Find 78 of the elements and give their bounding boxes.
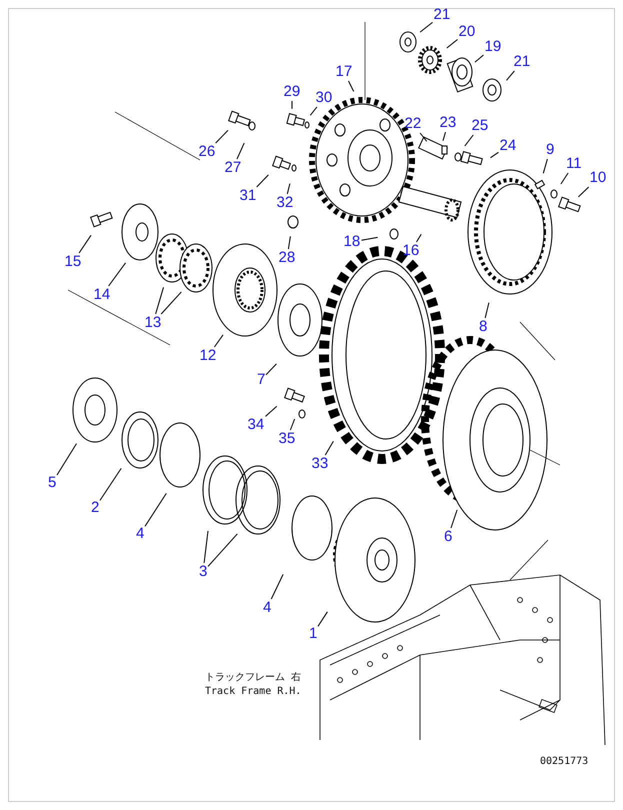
leader-line [204,530,208,564]
leader-line [56,443,77,476]
callout-number: 14 [94,287,110,303]
leader-line [318,611,328,627]
leader-line [108,262,126,286]
leader-line [446,39,458,48]
callout-number: 34 [248,417,264,433]
leader-line [464,134,474,146]
callout-number: 29 [284,84,300,100]
callout-number: 10 [590,170,606,186]
leader-line [160,291,182,314]
drawing-number: 00251773 [540,756,588,768]
leader-line [215,130,228,144]
leader-line [420,22,433,33]
leader-line [236,142,245,160]
callout-number: 21 [434,7,450,23]
callout-number: 4 [263,600,272,616]
leader-line [290,418,296,430]
callout-number: 30 [316,90,332,106]
leader-line [214,334,224,348]
callout-number: 32 [276,195,294,211]
callout-number: 22 [404,116,422,132]
callout-number: 31 [240,188,256,204]
leader-line [348,80,354,92]
leader-line [256,174,269,188]
leader-line [310,106,318,116]
callout-number: 23 [440,115,456,131]
callout-number: 26 [198,144,216,160]
leader-line [542,158,548,174]
leader-line [155,286,164,314]
callout-number: 17 [336,64,352,80]
callout-number: 4 [136,526,144,542]
leader-line [506,70,515,81]
leader-line [474,54,484,63]
callout-number: 27 [224,160,242,176]
leader-line [78,234,92,254]
leader-line [416,234,422,242]
callout-number: 13 [144,315,162,331]
callout-number: 3 [199,564,208,580]
leader-line [286,183,290,194]
callout-number: 25 [472,118,488,134]
leader-line [361,236,378,241]
callout-number: 16 [402,243,420,259]
callout-number: 11 [566,156,582,172]
frame-label: Track Frame R.H. [205,686,302,698]
frame-label: トラックフレーム 右 [205,672,302,684]
callout-number: 21 [514,54,530,70]
callout-number: 12 [200,348,216,364]
callout-number: 2 [91,500,100,516]
callout-number: 19 [484,39,502,55]
callout-number: 8 [479,319,488,335]
callout-number: 5 [48,475,56,491]
leader-line [266,363,277,376]
callout-number: 9 [546,142,554,158]
leader-line [144,492,167,527]
leader-line [578,186,590,198]
callout-number: 24 [500,138,516,154]
leader-line [442,132,446,142]
leader-line [288,236,291,250]
callout-number: 7 [257,372,266,388]
leader-line [265,406,278,417]
callout-number: 28 [278,250,296,266]
leader-line [560,172,569,184]
callout-number: 18 [344,234,360,250]
callout-number: 15 [64,254,82,270]
leader-line [208,533,238,567]
callout-number: 1 [309,626,318,642]
leader-line [324,440,334,456]
leader-line [450,509,458,528]
leader-line [490,152,499,158]
leader-line [420,132,428,142]
callout-number: 35 [278,431,296,447]
leader-line [270,574,284,600]
callout-number: 33 [312,456,328,472]
callout-number: 6 [444,529,452,545]
leader-line [484,302,490,318]
leader-line [100,468,122,501]
callout-number: 20 [458,24,476,40]
